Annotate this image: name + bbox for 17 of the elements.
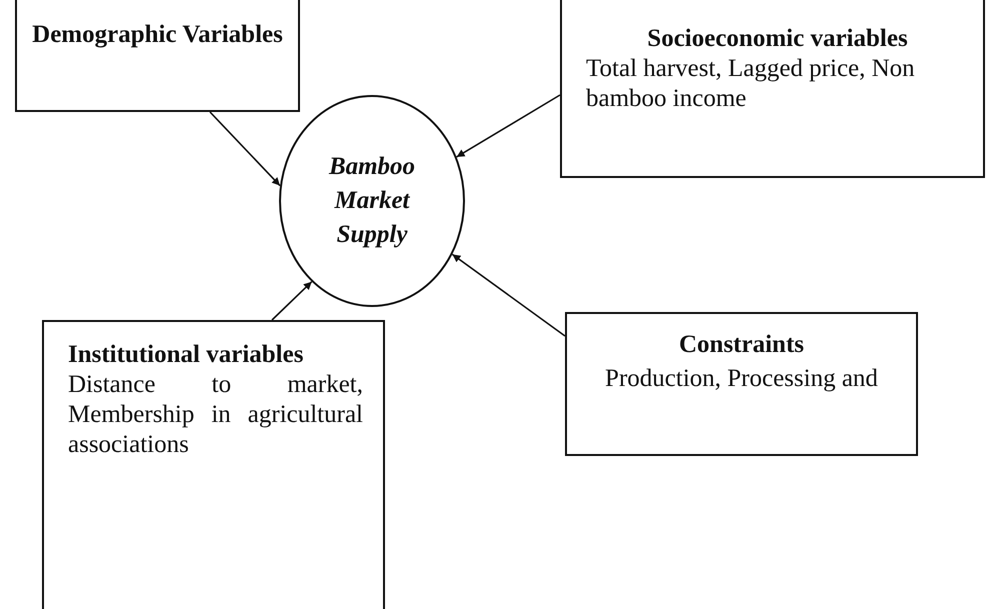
arrow bbox=[271, 281, 312, 321]
box-body-text: Distance to market, Membership in agricultural associations bbox=[68, 370, 363, 460]
box-body-text: Production, Processing and bbox=[604, 364, 879, 394]
variable-box bbox=[42, 320, 385, 609]
arrow bbox=[209, 111, 281, 186]
box-heading: Institutional variables bbox=[68, 340, 304, 370]
outcome-ellipse bbox=[279, 95, 465, 307]
box-body-text: Total harvest, Lagged price, Non bamboo income bbox=[586, 54, 916, 114]
arrow bbox=[456, 94, 560, 158]
variable-box bbox=[565, 312, 918, 456]
variable-box bbox=[15, 0, 300, 112]
variable-box bbox=[560, 0, 985, 178]
arrow bbox=[452, 254, 566, 337]
box-heading: Constraints bbox=[678, 330, 805, 360]
outcome-label: Bamboo Market Supply bbox=[328, 152, 416, 250]
box-heading: Demographic Variables bbox=[31, 20, 284, 50]
box-heading: Socioeconomic variables bbox=[646, 24, 909, 54]
